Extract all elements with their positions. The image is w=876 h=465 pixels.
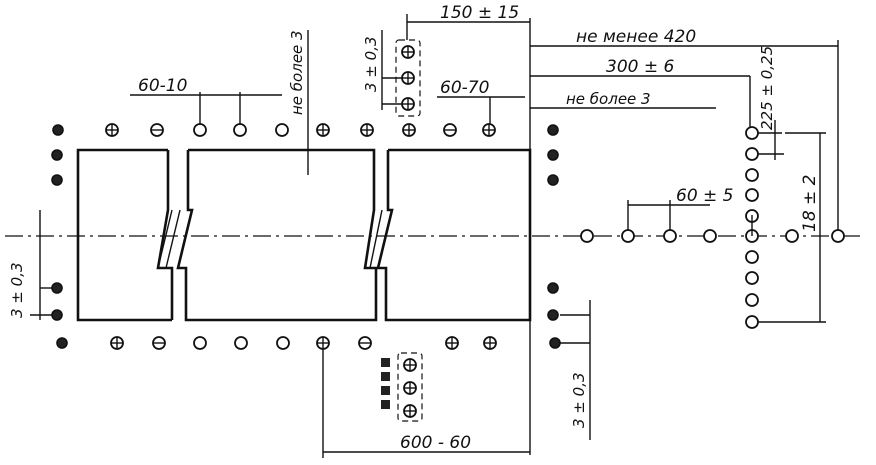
dim-420-label: не менее 420 (576, 27, 696, 47)
bottom-hole-row (56, 336, 561, 350)
bottom-dashed-group (381, 352, 423, 422)
top-hole-row (52, 123, 559, 137)
module-right (369, 148, 532, 322)
left-side-holes (51, 149, 63, 321)
module-middle (176, 148, 378, 322)
dim-3-03-left-label: 3 ± 0,3 (8, 262, 26, 318)
dim-600-label: 600 - 60 (400, 433, 471, 453)
dim-225-label: 225 ± 0,25 (758, 46, 776, 130)
dimension-lines (30, 14, 839, 458)
right-hole-cross (580, 126, 845, 329)
dim-ne-bolee-3-label: не более 3 (566, 90, 651, 108)
module-left (76, 148, 181, 322)
dim-60-5-label: 60 ± 5 (676, 186, 734, 206)
dim-3-03-top-label: 3 ± 0,3 (362, 36, 380, 92)
dim-ne-bolee-3-vertical-label: не более 3 (288, 30, 306, 115)
dim-18-label: 18 ± 2 (800, 175, 820, 233)
right-side-holes (547, 149, 559, 321)
dim-3-03-bottom-label: 3 ± 0,3 (570, 372, 588, 428)
dim-60-70-label: 60-70 (440, 78, 489, 98)
dim-150-label: 150 ± 15 (440, 3, 519, 23)
dim-60-10-label: 60-10 (138, 76, 187, 96)
dim-300-label: 300 ± 6 (606, 57, 674, 77)
